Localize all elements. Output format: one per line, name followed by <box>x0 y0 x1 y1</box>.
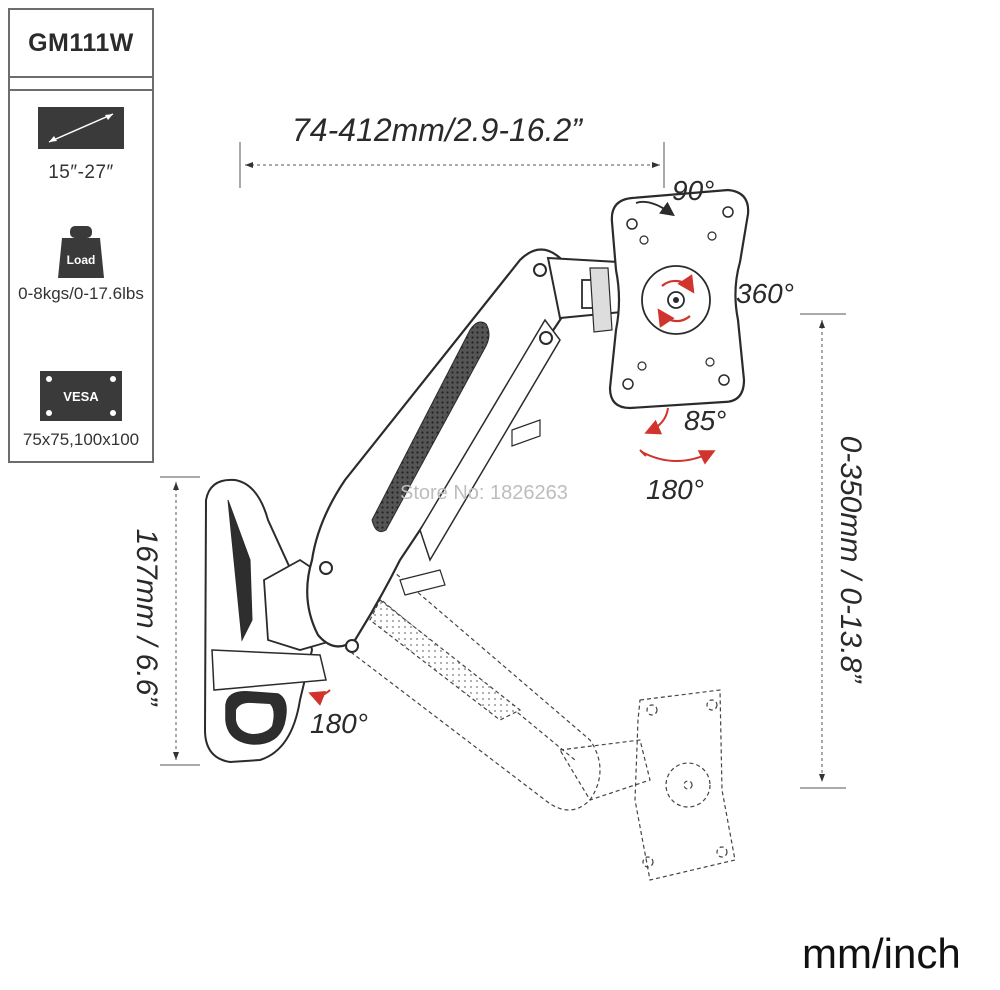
arm-extension-label: 74-412mm/2.9-16.2” <box>292 112 582 148</box>
vesa-label: VESA <box>63 389 99 404</box>
store-watermark: Store No: 1826263 <box>400 482 568 504</box>
rotate-angle-label: 360° <box>736 278 794 309</box>
tilt-down-arrow-icon <box>644 407 669 435</box>
model-divider <box>10 89 152 91</box>
lowered-arm-ghost <box>320 549 736 881</box>
tilt-down-angle-label: 85° <box>684 405 727 436</box>
width-dimension-line <box>239 142 665 188</box>
vesa-mount-plate <box>608 188 750 410</box>
height-adjust-dimension-line <box>800 313 846 789</box>
swivel-head-angle-label: 180° <box>646 474 704 505</box>
height-adjust-label: 0-350mm / 0-13.8” <box>834 435 867 683</box>
tilt-up-arrow-icon <box>635 200 675 217</box>
load-capacity-text: 0-8kgs/0-17.6lbs <box>18 284 144 303</box>
plate-height-dimension-line <box>160 476 200 766</box>
weight-icon: Load <box>58 226 104 278</box>
model-name: GM111W <box>28 28 134 57</box>
rotate-arrow-icon <box>661 274 695 294</box>
model-header: GM111W <box>10 10 152 78</box>
swivel-base-angle-label: 180° <box>310 708 368 739</box>
screen-size-text: 15″-27″ <box>48 162 114 183</box>
monitor-diagonal-icon <box>38 107 124 149</box>
swivel-head-arrow-icon <box>641 450 716 465</box>
wall-plate-height-label: 167mm / 6.6” <box>130 528 163 706</box>
load-label: Load <box>67 253 96 267</box>
tilt-up-angle-label: 90° <box>672 175 715 206</box>
vesa-plate-icon: VESA <box>40 371 122 421</box>
raised-arm <box>306 248 624 653</box>
swivel-base-arrow-icon <box>308 689 331 706</box>
spec-panel: GM111W 15″-27″ Load 0-8kgs/0-17.6lbs VES… <box>8 8 154 463</box>
vesa-sizes-text: 75x75,100x100 <box>22 430 140 449</box>
units-label: mm/inch <box>802 930 961 977</box>
